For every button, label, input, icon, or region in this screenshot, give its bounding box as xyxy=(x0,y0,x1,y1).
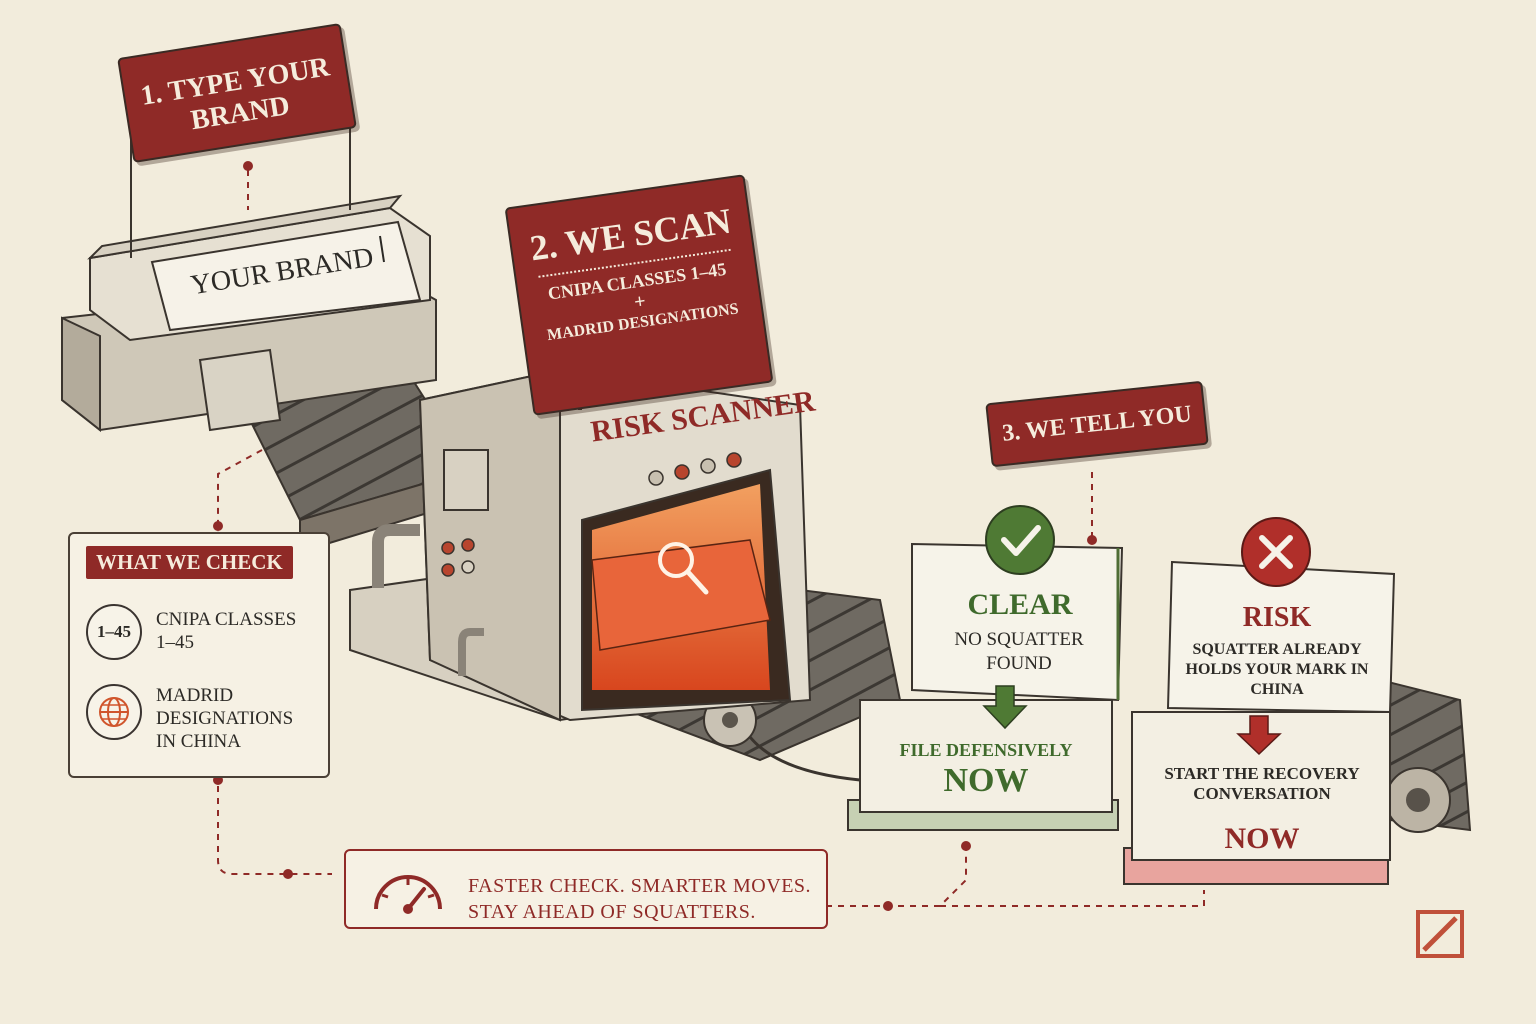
what-we-check-panel: WHAT WE CHECK 1–45 CNIPA CLASSES 1–45 MA… xyxy=(68,532,330,778)
step1-banner-text: 1. Type your brand xyxy=(139,51,332,136)
clear-title: CLEAR xyxy=(930,588,1110,622)
indicator-light xyxy=(675,465,689,479)
logo-icon xyxy=(1418,912,1462,956)
risk-action-line2: NOW xyxy=(1152,822,1372,856)
speedometer-icon xyxy=(368,861,448,917)
tagline-line2: STAY AHEAD OF SQUATTERS. xyxy=(468,899,811,925)
tagline-box: FASTER CHECK. SMARTER MOVES. STAY AHEAD … xyxy=(344,849,828,929)
scanner-control-panel xyxy=(444,450,488,510)
risk-description: SQUATTER ALREADY HOLDS YOUR MARK IN CHIN… xyxy=(1172,640,1382,700)
indicator-light xyxy=(701,459,715,473)
risk-action-line1: START THE RECOVERY CONVERSATION xyxy=(1152,764,1372,804)
check-icon xyxy=(986,506,1054,574)
legend-badge-text: 1–45 xyxy=(97,622,131,642)
step2-banner: 2. We scan CNIPA CLASSES 1–45 + MADRID D… xyxy=(505,174,774,416)
step3-banner-text: 3. We tell you xyxy=(1001,401,1193,447)
indicator-light xyxy=(727,453,741,467)
globe-icon xyxy=(86,684,142,740)
conveyor-belt-3 xyxy=(1380,680,1470,832)
legend-title: WHAT WE CHECK xyxy=(86,546,293,579)
legend-item-madrid: MADRID DESIGNATIONS IN CHINA xyxy=(156,684,316,753)
risk-title: RISK xyxy=(1192,602,1362,634)
tagline-line1: FASTER CHECK. SMARTER MOVES. xyxy=(468,873,811,899)
number-badge-icon: 1–45 xyxy=(86,604,142,660)
clear-action-line1: FILE DEFENSIVELY xyxy=(876,740,1096,761)
indicator-light xyxy=(649,471,663,485)
clear-description: NO SQUATTER FOUND xyxy=(934,628,1104,676)
clear-action-line2: NOW xyxy=(876,762,1096,800)
legend-item-cnipa: CNIPA CLASSES 1–45 xyxy=(156,608,316,654)
